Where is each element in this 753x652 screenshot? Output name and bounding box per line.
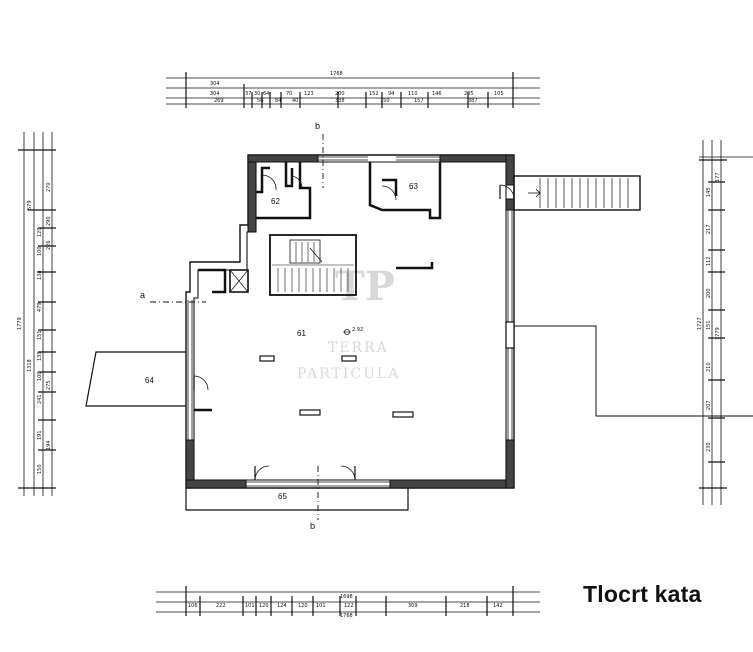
right-col2-dims: 177 1779 [715,172,721,340]
section-b-top-label: b [315,121,320,131]
svg-text:150: 150 [37,464,43,474]
room-65-label: 65 [278,492,287,501]
watermark: TP TERRA PARTICULA [297,263,400,382]
svg-text:56: 56 [257,98,263,104]
svg-text:194: 194 [46,440,52,450]
svg-text:142: 142 [493,603,503,609]
svg-text:145: 145 [706,187,712,197]
svg-text:152: 152 [369,91,379,97]
svg-text:191: 191 [37,430,43,440]
room-62-label: 62 [271,197,280,206]
svg-text:309: 309 [408,603,418,609]
svg-text:101: 101 [316,603,326,609]
svg-text:TP: TP [335,263,395,310]
top-dimension-chains [166,72,540,108]
room-63-label: 63 [409,182,418,191]
svg-text:TERRA: TERRA [328,340,389,356]
section-lines [150,134,324,520]
svg-text:157: 157 [414,98,424,104]
building-walls [85,154,753,511]
svg-text:177: 177 [715,172,721,182]
svg-text:241: 241 [37,394,43,404]
svg-text:338: 338 [335,98,345,104]
svg-text:106: 106 [188,603,198,609]
top-row3-dims: 269 56 84 40 338 150 157 387 [214,98,478,104]
svg-text:230: 230 [706,442,712,452]
svg-text:146: 146 [432,91,442,97]
left-col2-dims: 120 100 138 479 151 139 100 241 191 150 [37,227,43,474]
svg-text:100: 100 [37,371,43,381]
svg-text:123: 123 [304,91,314,97]
svg-text:304: 304 [210,91,220,97]
bottom-total-dim: 1768 [340,613,353,619]
svg-text:200: 200 [335,91,345,97]
svg-text:1318: 1318 [27,359,33,372]
svg-text:124: 124 [277,603,287,609]
svg-text:64: 64 [263,91,269,97]
right-dimension-chains [699,140,753,505]
svg-text:138: 138 [37,270,43,280]
bottom-row2-dims: 106 222 101 120 124 120 101 122 309 218 … [188,603,503,609]
svg-text:105: 105 [494,91,504,97]
svg-text:151: 151 [37,330,43,340]
level-mark: 2.92 [343,327,363,335]
svg-text:218: 218 [460,603,470,609]
left-col3-dims: 270 290 226 275 194 [46,182,52,450]
svg-text:205: 205 [464,91,474,97]
svg-text:222: 222 [216,603,226,609]
svg-text:1779: 1779 [715,327,721,340]
svg-text:139: 139 [37,351,43,361]
svg-text:94: 94 [388,91,394,97]
svg-text:112: 112 [706,256,712,266]
svg-text:275: 275 [46,380,52,390]
bottom-dimension-chains [156,586,540,616]
svg-text:269: 269 [214,98,224,104]
right-col1-dims: 145 217 112 200 151 210 207 230 [706,187,712,452]
svg-text:40: 40 [292,98,298,104]
left-col1-dims: 579 1779 1318 [17,200,33,372]
svg-text:100: 100 [37,246,43,256]
right-total-dim: 1727 [697,317,703,330]
svg-text:226: 226 [46,240,52,250]
svg-text:PARTICULA: PARTICULA [297,366,400,382]
top-total-dim: 1768 [330,71,343,77]
section-b-bottom-label: b [310,521,315,531]
svg-text:479: 479 [37,302,43,312]
svg-text:70: 70 [286,91,292,97]
svg-text:210: 210 [706,362,712,372]
svg-text:120: 120 [259,603,269,609]
svg-text:110: 110 [408,91,418,97]
svg-text:290: 290 [46,216,52,226]
svg-text:37: 37 [245,91,251,97]
svg-text:270: 270 [46,182,52,192]
svg-text:579: 579 [27,200,33,210]
left-dimension-chains [18,132,56,496]
room-64-label: 64 [145,376,154,385]
svg-text:217: 217 [706,224,712,234]
svg-text:200: 200 [706,288,712,298]
drawing-caption: Tlocrt kata [583,581,702,607]
svg-text:2.92: 2.92 [352,327,363,333]
svg-text:30: 30 [254,91,260,97]
svg-text:101: 101 [245,603,255,609]
svg-text:120: 120 [298,603,308,609]
bottom-row1-dim: 1698 [340,594,353,600]
top-row1-dim: 304 [210,81,220,87]
svg-text:120: 120 [37,227,43,237]
svg-text:151: 151 [706,320,712,330]
section-a-label: a [140,290,145,300]
svg-text:150: 150 [380,98,390,104]
svg-text:122: 122 [344,603,354,609]
svg-text:1779: 1779 [17,317,23,330]
svg-text:207: 207 [706,400,712,410]
svg-text:84: 84 [275,98,281,104]
top-row2-dims: 304 37 30 64 70 123 200 152 94 110 146 2… [210,91,504,97]
room-61-label: 61 [297,329,306,338]
svg-text:387: 387 [468,98,478,104]
